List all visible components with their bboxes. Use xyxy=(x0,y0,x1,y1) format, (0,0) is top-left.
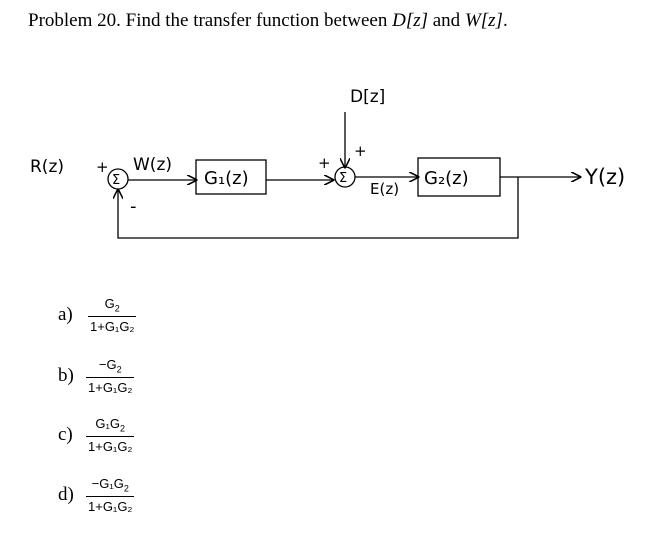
block-diagram: R(z) + Σ - W(z) G₁(z) + D[z] + Σ E(z) G₂… xyxy=(30,87,625,239)
option-a[interactable]: a) G2 1+G₁G₂ xyxy=(58,296,178,336)
option-a-fraction: G2 1+G₁G₂ xyxy=(88,296,137,334)
w-signal-label: W(z) xyxy=(133,155,172,175)
fraction-bar xyxy=(86,376,135,378)
problem-conj: and xyxy=(432,10,461,31)
e-signal-label: E(z) xyxy=(370,180,399,198)
sum2-plus-left: + xyxy=(318,154,331,172)
option-a-numerator: G2 xyxy=(104,296,120,314)
option-c-letter: c) xyxy=(58,424,73,445)
sum2-symbol: Σ xyxy=(339,171,347,186)
option-d[interactable]: d) −G₁G2 1+G₁G₂ xyxy=(58,476,178,516)
feedback-path xyxy=(118,177,519,239)
option-a-letter: a) xyxy=(58,304,73,325)
problem-var-w: W[z] xyxy=(464,10,503,31)
fraction-bar xyxy=(86,435,135,437)
option-b-denominator: 1+G₁G₂ xyxy=(88,379,133,395)
sum1-minus-sign: - xyxy=(130,196,137,217)
option-c-fraction: G₁G2 1+G₁G₂ xyxy=(86,416,135,454)
output-label: Y(z) xyxy=(584,165,625,189)
fraction-bar xyxy=(88,315,137,317)
option-d-letter: d) xyxy=(58,484,74,505)
problem-statement: Problem 20. Find the transfer function b… xyxy=(28,10,508,32)
option-b-numerator: −G2 xyxy=(98,357,122,375)
sum2-plus-top: + xyxy=(354,142,367,160)
option-d-denominator: 1+G₁G₂ xyxy=(88,498,133,514)
block-g1 xyxy=(195,159,267,195)
option-b-fraction: −G2 1+G₁G₂ xyxy=(86,357,135,395)
option-d-numerator: −G₁G2 xyxy=(91,476,129,494)
option-d-fraction: −G₁G2 1+G₁G₂ xyxy=(86,476,135,514)
option-c-denominator: 1+G₁G₂ xyxy=(88,438,133,454)
input-label: R(z) xyxy=(30,157,64,177)
block-g1-label: G₁(z) xyxy=(204,168,249,189)
fraction-bar xyxy=(86,495,135,497)
option-c-numerator: G₁G2 xyxy=(95,416,126,434)
block-g2-label: G₂(z) xyxy=(424,168,469,189)
sum1-plus-sign: + xyxy=(96,158,109,176)
option-b[interactable]: b) −G2 1+G₁G₂ xyxy=(58,357,178,397)
option-a-denominator: 1+G₁G₂ xyxy=(90,318,135,334)
sum1-symbol: Σ xyxy=(112,173,120,188)
disturbance-label: D[z] xyxy=(350,87,385,107)
problem-prefix: Problem 20. Find the transfer function b… xyxy=(28,10,388,31)
option-c[interactable]: c) G₁G2 1+G₁G₂ xyxy=(58,416,178,456)
problem-var-d: D[z] xyxy=(392,10,428,31)
problem-suffix: . xyxy=(502,10,508,31)
option-b-letter: b) xyxy=(58,365,74,386)
